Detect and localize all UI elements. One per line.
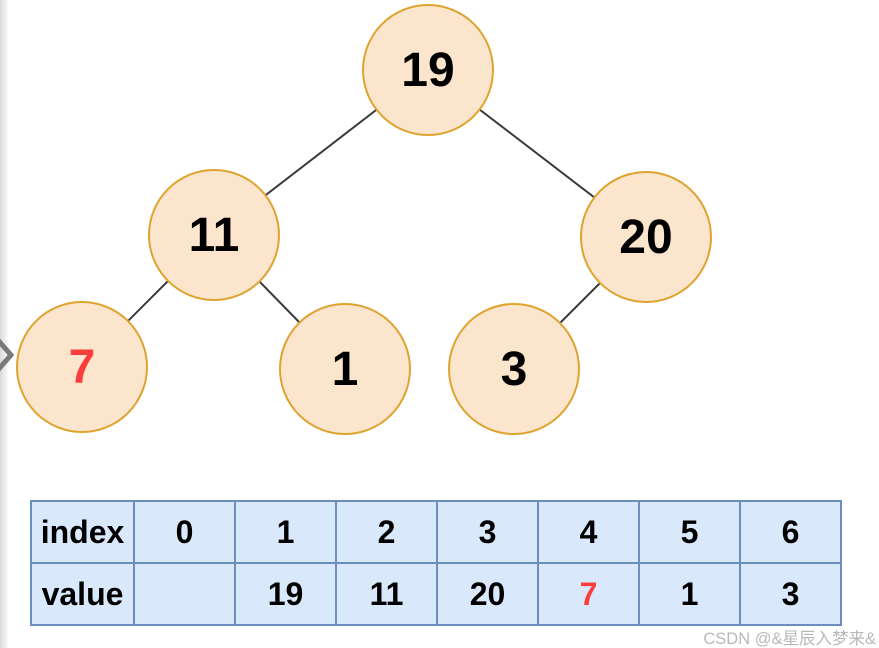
tree-node-value-highlighted: 7 bbox=[68, 340, 96, 394]
tree-node-value: 20 bbox=[619, 210, 673, 264]
tree-node-value: 11 bbox=[188, 208, 240, 262]
tree-node-19: 19 bbox=[362, 4, 494, 136]
tree-node-1: 1 bbox=[279, 303, 411, 435]
index-cell-5: 5 bbox=[638, 500, 741, 564]
value-cell-4-highlighted: 7 bbox=[537, 562, 640, 626]
tree-node-value: 19 bbox=[401, 43, 455, 97]
tree-node-value: 1 bbox=[331, 342, 359, 396]
value-cell-6: 3 bbox=[739, 562, 842, 626]
index-cell-3: 3 bbox=[436, 500, 539, 564]
table-row-index: index 0 1 2 3 4 5 6 bbox=[30, 500, 842, 564]
tree-node-3: 3 bbox=[448, 303, 580, 435]
index-cell-2: 2 bbox=[335, 500, 438, 564]
binary-tree-diagram: 19 11 20 7 1 3 bbox=[16, 4, 712, 435]
index-cell-6: 6 bbox=[739, 500, 842, 564]
value-cell-5: 1 bbox=[638, 562, 741, 626]
chevron-right-icon[interactable] bbox=[0, 336, 18, 374]
tree-node-20: 20 bbox=[580, 171, 712, 303]
tree-node-7: 7 bbox=[16, 301, 148, 433]
table-row-value: value 19 11 20 7 1 3 bbox=[30, 562, 842, 626]
value-cell-1: 19 bbox=[234, 562, 337, 626]
row-header-value: value bbox=[30, 562, 135, 626]
tree-node-value: 3 bbox=[500, 342, 528, 396]
index-cell-0: 0 bbox=[133, 500, 236, 564]
array-representation-table: index 0 1 2 3 4 5 6 value 19 11 20 7 1 3 bbox=[30, 500, 842, 626]
value-cell-3: 20 bbox=[436, 562, 539, 626]
row-header-index: index bbox=[30, 500, 135, 564]
csdn-watermark: CSDN @&星辰入梦来& bbox=[703, 630, 876, 648]
left-edge-shade bbox=[0, 0, 9, 648]
value-cell-2: 11 bbox=[335, 562, 438, 626]
value-cell-0 bbox=[133, 562, 236, 626]
tree-node-11: 11 bbox=[148, 169, 280, 301]
index-cell-4: 4 bbox=[537, 500, 640, 564]
index-cell-1: 1 bbox=[234, 500, 337, 564]
